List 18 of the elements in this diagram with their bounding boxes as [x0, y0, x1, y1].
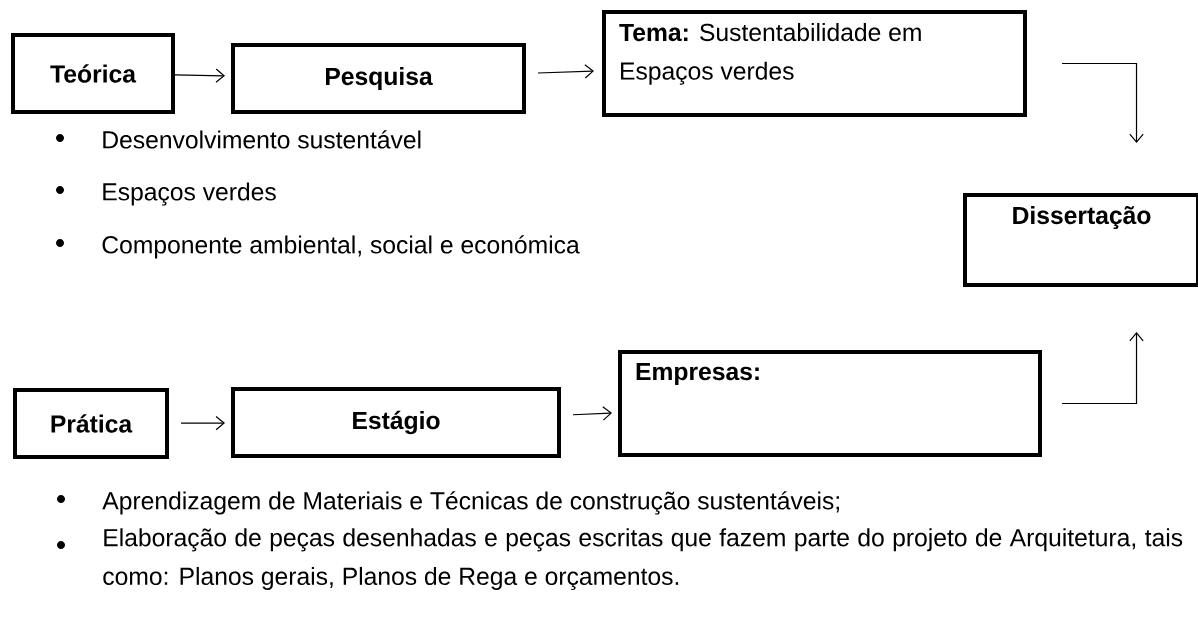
- process-box: Empresas:: [618, 350, 1042, 457]
- arrow: [572, 406, 612, 421]
- arrow: [1061, 332, 1144, 405]
- arrow: [1061, 62, 1144, 143]
- arrow: [174, 68, 225, 83]
- process-box: Pesquisa: [231, 43, 526, 114]
- bullet-text: Desenvolvimento sustentável: [103, 130, 421, 149]
- bullet-text: Espaços verdes: [103, 182, 276, 206]
- bullet-text: Aprendizagem de Materiais e Técnicas de construção sustentáveis;: [102, 491, 839, 515]
- bullet-text: Elaboração de peças desenhadas e peças escritas que fazem parte do projeto de Arquitetura, tais como: Planos gerais, Planos de Rega e orçamentos.: [103, 528, 1183, 591]
- process-box: Estágio: [231, 387, 561, 458]
- arrow: [537, 64, 594, 79]
- process-box: Dissertação: [963, 193, 1198, 287]
- process-box: Prática: [13, 388, 169, 459]
- process-box: Tema: Sustentabilidade em Espaços verdes: [602, 10, 1027, 117]
- process-box: Teórica: [11, 33, 175, 114]
- arrow: [180, 415, 225, 431]
- bullet-text: Componente ambiental, social e económica: [102, 235, 580, 259]
